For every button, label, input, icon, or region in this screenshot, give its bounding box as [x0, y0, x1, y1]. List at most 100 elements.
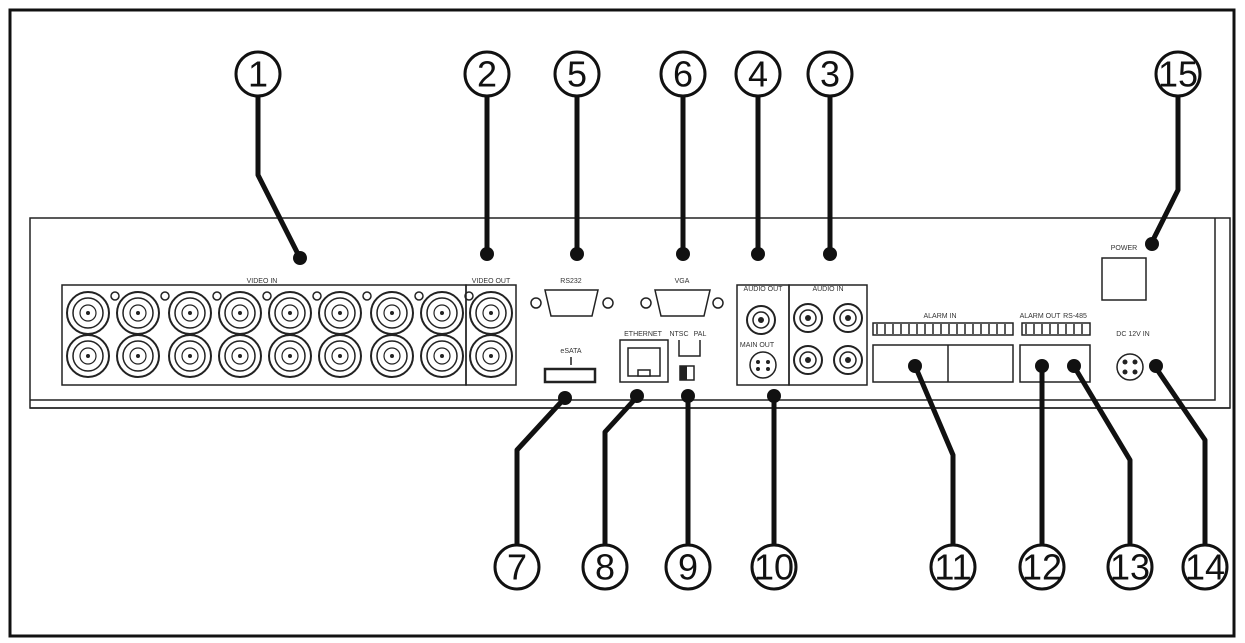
callout-13-number: 13	[1110, 547, 1150, 588]
power-label: POWER	[1111, 245, 1137, 252]
rs232-screw-left	[530, 297, 542, 309]
callout-3-number: 3	[820, 54, 840, 95]
rca-connector	[833, 303, 863, 333]
leader-15	[1149, 93, 1181, 245]
leader-dot-14	[1149, 359, 1163, 373]
bnc-indicator	[362, 291, 372, 301]
video-out-frame	[465, 284, 517, 386]
callout-4-number: 4	[748, 54, 768, 95]
rca-connector	[833, 345, 863, 375]
callout-13: 13	[1106, 543, 1154, 591]
leader-dot-15	[1145, 237, 1159, 251]
ethernet-clip	[637, 369, 651, 377]
audio-in-frame	[788, 284, 868, 386]
callout-8-number: 8	[595, 547, 615, 588]
audio-in-label: AUDIO IN	[812, 286, 843, 293]
leader-7	[514, 397, 566, 548]
leader-dot-4	[751, 247, 765, 261]
leader-dot-11	[908, 359, 922, 373]
alarm-out-label: ALARM OUT	[1020, 313, 1062, 320]
leader-dot-12	[1035, 359, 1049, 373]
callout-9: 9	[664, 543, 712, 591]
rca-connector	[793, 345, 823, 375]
callout-10-number: 10	[754, 547, 794, 588]
leader-11	[913, 365, 956, 548]
bnc-indicator	[464, 291, 474, 301]
svideo-pin-1	[756, 360, 760, 364]
leader-dot-1	[293, 251, 307, 265]
alarm-in-pins	[876, 324, 1006, 334]
svideo-pin-3	[756, 367, 760, 371]
callout-14-number: 14	[1185, 547, 1225, 588]
bnc-connector	[318, 291, 362, 335]
leader-13	[1072, 365, 1133, 548]
leader-dots	[293, 237, 1163, 405]
bnc-connector	[168, 334, 212, 378]
ntsc-label: NTSC	[669, 331, 688, 338]
rs232-screw-right	[602, 297, 614, 309]
callout-15-number: 15	[1158, 54, 1198, 95]
bnc-indicator	[312, 291, 322, 301]
callout-7-number: 7	[507, 547, 527, 588]
main-out-label: MAIN OUT	[740, 342, 775, 349]
video-out-label: VIDEO OUT	[472, 278, 511, 285]
bnc-connector	[116, 291, 160, 335]
rs232-label: RS232	[560, 278, 582, 285]
leader-lines	[255, 93, 1208, 548]
callout-5-number: 5	[567, 54, 587, 95]
callout-12: 12	[1018, 543, 1066, 591]
callout-1: 1	[234, 50, 282, 98]
bnc-connector	[218, 334, 262, 378]
callout-10: 10	[750, 543, 798, 591]
callout-14: 14	[1181, 543, 1229, 591]
leader-1	[255, 93, 303, 261]
leader-dot-2	[480, 247, 494, 261]
callout-1-number: 1	[248, 54, 268, 95]
dc-jack-pin-1	[1122, 359, 1128, 365]
callout-2: 2	[463, 50, 511, 98]
dc-jack-pin-4	[1132, 369, 1138, 375]
dc-12v-label: DC 12V IN	[1116, 331, 1149, 338]
video-out-bnc	[469, 291, 513, 378]
audio-in-rca-grid	[793, 303, 863, 375]
vga-screw-right	[712, 297, 724, 309]
bnc-indicator	[212, 291, 222, 301]
bnc-connector	[268, 334, 312, 378]
leader-dot-9	[681, 389, 695, 403]
alarm-out-pins	[1025, 324, 1083, 334]
callout-6: 6	[659, 50, 707, 98]
leader-dot-10	[767, 389, 781, 403]
leader-14	[1153, 365, 1208, 548]
alarm-in-label: ALARM IN	[923, 313, 956, 320]
callout-12-number: 12	[1022, 547, 1062, 588]
alarm-in-block	[872, 344, 1014, 383]
dc-jack-pin-2	[1132, 359, 1138, 365]
rca-connector	[793, 303, 823, 333]
leader-dot-8	[630, 389, 644, 403]
callout-11-number: 11	[934, 547, 971, 588]
callout-7: 7	[493, 543, 541, 591]
esata-label: eSATA	[560, 348, 581, 355]
bnc-connector	[469, 291, 513, 335]
rca-connector	[746, 305, 776, 335]
alarm-out-terminal-strip	[1021, 322, 1091, 336]
leader-8	[602, 395, 639, 548]
ethernet-label: ETHERNET	[624, 331, 662, 338]
callout-5: 5	[553, 50, 601, 98]
bnc-connector	[116, 334, 160, 378]
bnc-connector	[420, 291, 464, 335]
leader-dot-6	[676, 247, 690, 261]
dc-jack	[1116, 353, 1144, 381]
callout-11: 11	[929, 543, 977, 591]
leader-dot-5	[570, 247, 584, 261]
bnc-connector	[420, 334, 464, 378]
vga-port	[654, 289, 711, 317]
video-in-label: VIDEO IN	[247, 278, 278, 285]
svideo-pin-2	[766, 360, 770, 364]
callout-8: 8	[581, 543, 629, 591]
vga-label: VGA	[675, 278, 690, 285]
callout-4: 4	[734, 50, 782, 98]
pal-label: PAL	[694, 331, 707, 338]
